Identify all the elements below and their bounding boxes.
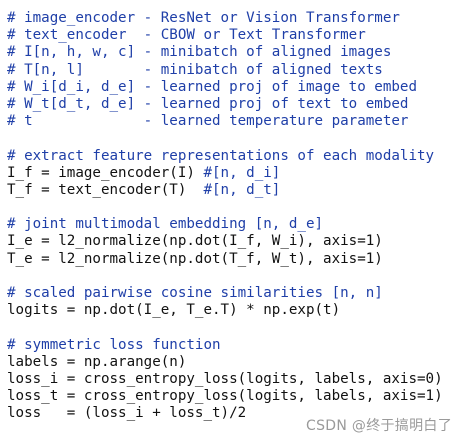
comment-text: #[n, d_i] bbox=[203, 164, 281, 181]
comment-text: # W_t[d_t, d_e] - learned proj of text t… bbox=[7, 95, 409, 112]
code-line: # T[n, l] - minibatch of aligned texts bbox=[7, 62, 443, 79]
comment-text: # joint multimodal embedding [n, d_e] bbox=[7, 216, 324, 233]
code-text: I_e = l2_normalize(np.dot(I_f, W_i), axi… bbox=[7, 233, 383, 250]
watermark-text: CSDN @终于搞明白了 bbox=[306, 418, 452, 434]
code-line: labels = np.arange(n) bbox=[7, 354, 443, 371]
comment-text: # W_i[d_i, d_e] - learned proj of image … bbox=[7, 78, 417, 95]
code-text: T_e = l2_normalize(np.dot(T_f, W_t), axi… bbox=[7, 250, 383, 267]
blank-line bbox=[7, 130, 443, 147]
code-line: # image_encoder - ResNet or Vision Trans… bbox=[7, 10, 443, 27]
blank-line bbox=[7, 199, 443, 216]
code-line: loss = (loss_i + loss_t)/2 bbox=[7, 405, 443, 422]
comment-text: # scaled pairwise cosine similarities [n… bbox=[7, 285, 383, 301]
code-line: # t - learned temperature parameter bbox=[7, 113, 443, 130]
code-line: # W_t[d_t, d_e] - learned proj of text t… bbox=[7, 96, 443, 113]
code-line: # text_encoder - CBOW or Text Transforme… bbox=[7, 27, 443, 44]
comment-text: # T[n, l] - minibatch of aligned texts bbox=[7, 61, 383, 78]
code-line: T_f = text_encoder(T) #[n, d_t] bbox=[7, 182, 443, 199]
code-text: labels = np.arange(n) bbox=[7, 353, 187, 370]
comment-text: # image_encoder - ResNet or Vision Trans… bbox=[7, 10, 400, 26]
code-line: # scaled pairwise cosine similarities [n… bbox=[7, 285, 443, 302]
code-block: # image_encoder - ResNet or Vision Trans… bbox=[7, 10, 443, 423]
comment-text: #[n, d_t] bbox=[203, 181, 281, 198]
comment-text: # I[n, h, w, c] - minibatch of aligned i… bbox=[7, 44, 392, 61]
blank-line bbox=[7, 268, 443, 285]
code-line: I_f = image_encoder(I) #[n, d_i] bbox=[7, 165, 443, 182]
code-line: # W_i[d_i, d_e] - learned proj of image … bbox=[7, 79, 443, 96]
code-line: loss_i = cross_entropy_loss(logits, labe… bbox=[7, 371, 443, 388]
code-text: I_f = image_encoder(I) bbox=[7, 164, 204, 181]
code-text: loss_i = cross_entropy_loss(logits, labe… bbox=[7, 370, 443, 387]
code-line: T_e = l2_normalize(np.dot(T_f, W_t), axi… bbox=[7, 251, 443, 268]
code-line: logits = np.dot(I_e, T_e.T) * np.exp(t) bbox=[7, 302, 443, 319]
code-text: T_f = text_encoder(T) bbox=[7, 181, 204, 198]
comment-text: # symmetric loss function bbox=[7, 336, 221, 353]
code-line: # joint multimodal embedding [n, d_e] bbox=[7, 216, 443, 233]
code-line: loss_t = cross_entropy_loss(logits, labe… bbox=[7, 388, 443, 405]
code-text: loss = (loss_i + loss_t)/2 bbox=[7, 405, 247, 422]
code-text: loss_t = cross_entropy_loss(logits, labe… bbox=[7, 388, 443, 405]
code-line: # I[n, h, w, c] - minibatch of aligned i… bbox=[7, 44, 443, 61]
code-line: # extract feature representations of eac… bbox=[7, 148, 443, 165]
comment-text: # extract feature representations of eac… bbox=[7, 147, 435, 164]
code-line: I_e = l2_normalize(np.dot(I_f, W_i), axi… bbox=[7, 233, 443, 250]
blank-line bbox=[7, 319, 443, 336]
comment-text: # text_encoder - CBOW or Text Transforme… bbox=[7, 27, 366, 44]
code-line: # symmetric loss function bbox=[7, 337, 443, 354]
comment-text: # t - learned temperature parameter bbox=[7, 113, 409, 130]
code-text: logits = np.dot(I_e, T_e.T) * np.exp(t) bbox=[7, 302, 341, 319]
